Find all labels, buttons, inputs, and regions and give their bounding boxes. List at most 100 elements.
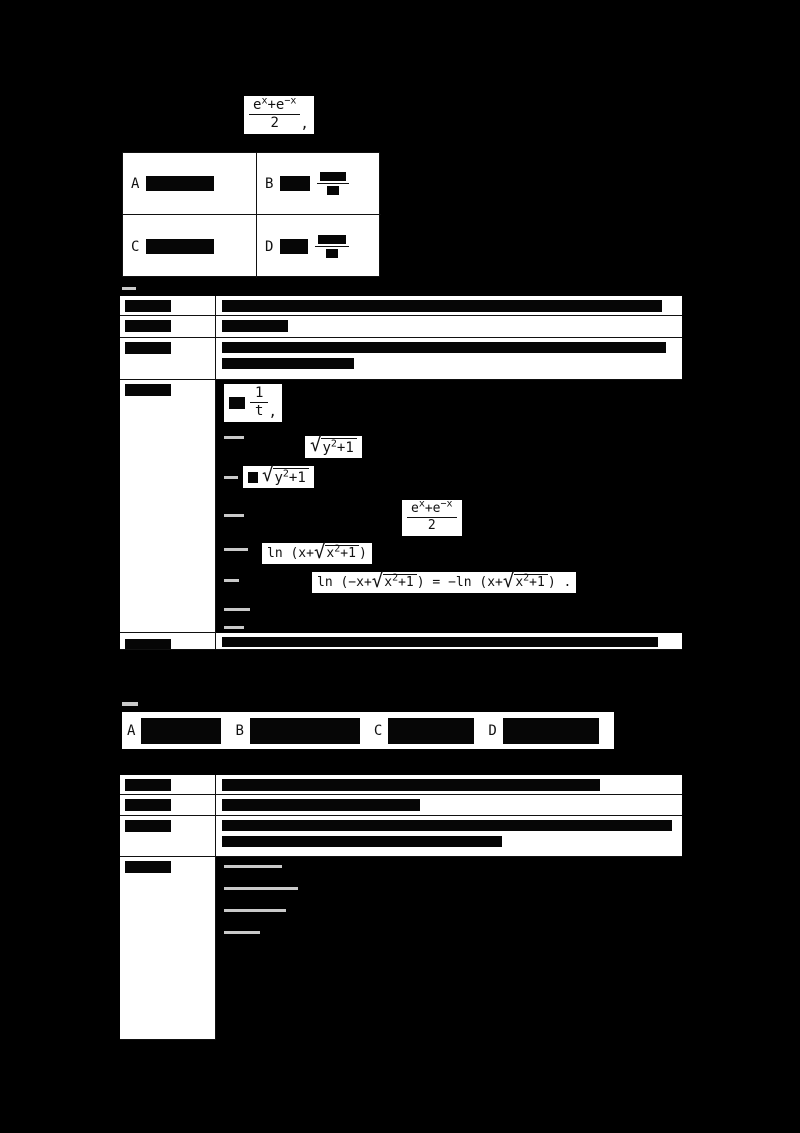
faint-text-mark (224, 931, 260, 934)
option-letter: D (488, 722, 497, 739)
redacted-text (222, 820, 672, 831)
faint-text-mark (224, 514, 244, 517)
formula-exponent: 2 (330, 438, 337, 450)
faint-text-mark (224, 626, 244, 629)
square-root: √ x2+1 (503, 572, 548, 591)
redacted-text (222, 300, 662, 312)
radical-sign-icon: √ (313, 541, 326, 563)
option-letter: C (373, 722, 383, 739)
redacted-text (125, 820, 171, 832)
comma: , (300, 115, 309, 132)
option-letter: C (131, 238, 140, 255)
redacted-text (125, 300, 171, 312)
table-row (120, 296, 682, 316)
redacted-text (125, 342, 171, 354)
redacted-fraction (315, 235, 350, 258)
table-row (120, 338, 682, 380)
formula-term: x (326, 546, 335, 561)
table-row (120, 816, 682, 857)
solution-table-q1: 1 t , √ y2+1 √ y2+1 (120, 296, 682, 650)
redacted-formula (502, 717, 599, 744)
formula-term: +e (267, 97, 285, 113)
fraction-denominator: 2 (249, 114, 301, 131)
formula-exponent: 2 (392, 572, 399, 584)
row-label-redacted (120, 816, 216, 857)
row-label-redacted (120, 380, 216, 633)
redacted-text (222, 358, 354, 369)
options-row-q2: A B C D (122, 712, 614, 749)
faint-text-mark (224, 909, 286, 912)
fraction-numerator: ex+e−x (407, 498, 457, 517)
faint-text-mark (224, 436, 244, 439)
formula-exponent: 2 (523, 572, 530, 584)
solution-table-q2 (120, 775, 682, 1040)
fraction: ex+e−x 2 (249, 95, 301, 132)
row-label-redacted (120, 795, 216, 816)
options-table-q1: A B C D (122, 152, 381, 278)
formula-term: ln (x+ (267, 546, 314, 561)
row-label-redacted (120, 316, 216, 338)
solution-work-area: 1 t , √ y2+1 √ y2+1 (216, 380, 682, 633)
fraction-bar (317, 183, 350, 184)
redacted-text (125, 639, 171, 649)
redacted-text (318, 235, 347, 244)
option-letter: B (235, 722, 244, 739)
radicand: y2+1 (321, 438, 357, 456)
radical-sign-icon: √ (371, 570, 384, 592)
redacted-text (125, 320, 171, 332)
option-letter: A (127, 722, 136, 739)
radicand: y2+1 (273, 468, 309, 486)
formula-ln-identity: ln (−x+ √ x2+1 ) = −ln (x+ √ x2+1 ) . (312, 570, 577, 593)
formula-exponent: 2 (334, 543, 341, 555)
redacted-text (222, 637, 658, 647)
redacted-text (125, 799, 171, 811)
row-content (216, 816, 682, 857)
redacted-formula (249, 717, 360, 744)
table-row-solution: 1 t , √ y2+1 √ y2+1 (120, 380, 682, 633)
square-root: √ x2+1 (313, 541, 359, 563)
table-row (120, 795, 682, 816)
square-root: √ x2+1 (371, 570, 417, 592)
row-content (216, 316, 682, 338)
formula-sqrt-y-2: √ y2+1 (243, 466, 314, 489)
formula-exp-over-2: ex+e−x 2 (402, 498, 462, 536)
faint-text-mark (224, 548, 248, 551)
faint-text-mark (224, 887, 298, 890)
formula-term: +1 (336, 440, 354, 456)
formula-term: x (515, 575, 524, 590)
formula-term: e (411, 501, 419, 516)
redacted-fraction (317, 172, 350, 195)
redacted-text (222, 779, 600, 791)
formula-exponent: x (261, 95, 268, 107)
redacted-formula (146, 176, 215, 191)
formula-term: +e (424, 501, 441, 516)
redacted-text (125, 861, 171, 873)
option-cell-a: A (123, 153, 257, 215)
faint-text-mark (122, 287, 136, 290)
redacted-text (222, 836, 502, 847)
redacted-text (248, 471, 258, 483)
row-label-redacted (120, 775, 216, 795)
option-cell-d: D (257, 215, 381, 278)
formula-exponent: −x (440, 498, 453, 510)
redacted-text (125, 779, 171, 791)
redacted-formula (146, 239, 215, 254)
fraction-numerator: 1 (255, 385, 264, 401)
formula-term: e (253, 97, 262, 113)
formula-term: +1 (529, 575, 545, 590)
formula-exponent: x (418, 498, 425, 510)
formula-term: x (384, 575, 393, 590)
formula-term: ln (−x+ (317, 575, 372, 590)
radicand: x2+1 (325, 543, 359, 562)
redacted-text (326, 249, 339, 258)
table-row (120, 316, 682, 338)
option-letter: A (131, 175, 140, 192)
option-letter: D (265, 238, 274, 255)
formula-term: y (322, 440, 331, 456)
faint-text-mark (122, 702, 138, 706)
row-label-redacted (120, 296, 216, 316)
row-label-redacted (120, 633, 216, 650)
formula-exponent: −x (284, 95, 297, 107)
row-content (216, 775, 682, 795)
